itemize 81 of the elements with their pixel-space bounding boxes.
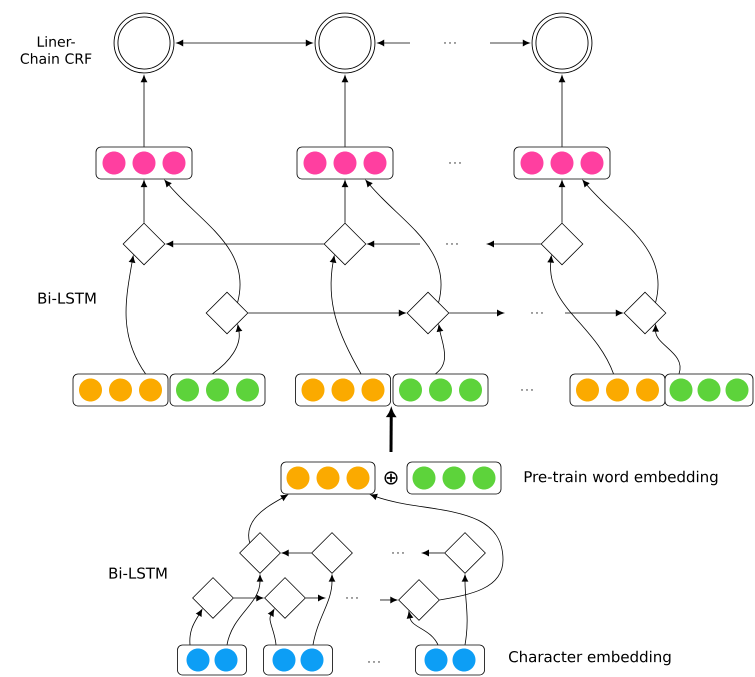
- arrow: [176, 40, 313, 46]
- vector-box: [415, 644, 485, 676]
- arrow: [312, 574, 336, 646]
- arrow: [487, 240, 542, 248]
- arrow: [490, 40, 530, 46]
- ellipsis: …: [444, 42, 456, 44]
- vector-box: [280, 462, 376, 494]
- crf-node-circle: [314, 12, 376, 74]
- arrow: [406, 611, 438, 646]
- arrow: [366, 180, 442, 303]
- arrow: [435, 324, 446, 374]
- arrow: [268, 609, 276, 646]
- vector-box: [177, 644, 247, 676]
- arrow: [248, 494, 288, 544]
- arrow: [248, 310, 406, 316]
- lstm-cell-diamond: [540, 222, 584, 266]
- lstm-cell-diamond: [444, 532, 486, 574]
- layer-label: Bi-LSTM: [38, 292, 96, 304]
- arrow: [212, 324, 242, 374]
- arrow: [140, 75, 148, 148]
- arrow: [422, 550, 445, 556]
- arrow: [386, 408, 396, 452]
- vector-box: [263, 644, 333, 676]
- arrow: [305, 594, 325, 602]
- arrow: [126, 256, 146, 374]
- concat-symbol: ⊕: [384, 471, 398, 485]
- arrow: [582, 180, 658, 303]
- crf-node-circle: [114, 12, 174, 74]
- ellipsis: …: [449, 162, 461, 164]
- arrow: [367, 240, 420, 248]
- ellipsis: …: [346, 597, 358, 599]
- arrow: [370, 494, 504, 600]
- arrow: [282, 550, 312, 556]
- arrow: [166, 240, 324, 248]
- arrow: [548, 256, 614, 374]
- lstm-cell-diamond: [324, 222, 366, 266]
- ellipsis: …: [531, 312, 543, 314]
- lstm-cell-diamond: [122, 222, 166, 266]
- layer-label: Pre-train word embedding: [524, 470, 718, 486]
- arrow: [462, 574, 468, 646]
- arrow: [448, 310, 504, 316]
- vector-box: [664, 374, 754, 406]
- lstm-cell-diamond: [311, 532, 353, 574]
- arrow: [342, 75, 348, 148]
- vector-box: [170, 374, 266, 406]
- layer-label: Character embedding: [509, 650, 670, 666]
- arrow: [564, 310, 623, 316]
- ellipsis: …: [521, 389, 533, 391]
- layer-label: Bi-LSTM: [110, 567, 166, 579]
- lstm-cell-diamond: [398, 579, 440, 621]
- arrow: [558, 180, 566, 224]
- layer-label: Liner-Chain CRF: [20, 36, 92, 64]
- arrow: [558, 75, 566, 148]
- vector-box: [392, 374, 488, 406]
- vector-box: [570, 374, 666, 406]
- arrow: [652, 324, 680, 374]
- arrow: [226, 574, 264, 646]
- arrow: [330, 256, 362, 374]
- crf-node-circle: [532, 12, 592, 74]
- arrow: [377, 40, 410, 46]
- arrow: [342, 180, 348, 224]
- vector-box: [72, 374, 168, 406]
- vector-box: [514, 146, 610, 180]
- lstm-cell-diamond: [192, 577, 234, 619]
- lstm-cell-diamond: [264, 577, 306, 619]
- vector-box: [295, 374, 391, 406]
- lstm-cell-diamond: [624, 292, 666, 334]
- vector-box: [296, 146, 394, 180]
- arrow: [164, 180, 240, 303]
- ellipsis: …: [368, 661, 380, 663]
- vector-box: [406, 462, 502, 494]
- lstm-cell-diamond: [406, 292, 450, 334]
- lstm-cell-diamond: [239, 532, 281, 574]
- arrow: [189, 609, 202, 646]
- arrow: [380, 596, 398, 604]
- vector-box: [96, 146, 192, 180]
- ellipsis: …: [392, 552, 404, 554]
- arrow: [140, 180, 148, 224]
- arrow: [233, 594, 264, 602]
- ellipsis: …: [446, 243, 458, 245]
- lstm-cell-diamond: [206, 292, 248, 334]
